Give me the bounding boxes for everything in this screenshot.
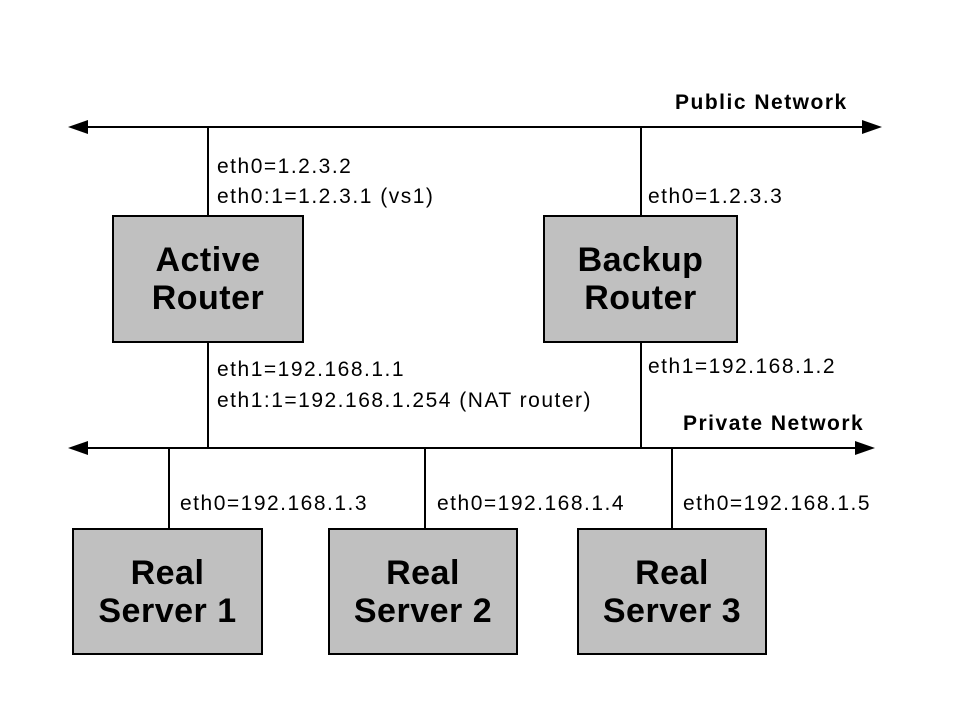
backup-router-node: Backup Router — [543, 215, 738, 343]
real-server-3-node: Real Server 3 — [577, 528, 767, 655]
real-server-3-link-line — [671, 449, 673, 528]
real-server-1-name-line1: Real — [130, 553, 205, 592]
real-server-2-eth0-label: eth0=192.168.1.4 — [437, 492, 626, 515]
backup-router-name-line1: Backup — [577, 241, 704, 279]
public-network-label: Public Network — [675, 91, 848, 114]
active-router-private-link-line — [207, 343, 209, 448]
private-network-label: Private Network — [683, 412, 865, 435]
active-router-name-line1: Active — [155, 241, 261, 279]
backup-router-public-link-line — [640, 128, 642, 215]
backup-router-eth0-label: eth0=1.2.3.3 — [648, 185, 784, 208]
real-server-2-name-line1: Real — [386, 553, 460, 592]
private-network-left-arrowhead-icon — [68, 441, 88, 455]
active-router-eth1-label: eth1=192.168.1.1 — [217, 358, 406, 381]
real-server-1-node: Real Server 1 — [72, 528, 263, 655]
active-router-public-link-line — [207, 128, 209, 215]
private-network-right-arrowhead-icon — [855, 441, 875, 455]
active-router-node: Active Router — [112, 215, 304, 343]
active-router-eth0-label: eth0=1.2.3.2 — [217, 155, 353, 178]
backup-router-name-line2: Router — [584, 279, 697, 317]
active-router-eth1-1-label: eth1:1=192.168.1.254 (NAT router) — [217, 389, 593, 412]
real-server-1-eth0-label: eth0=192.168.1.3 — [180, 492, 369, 515]
real-server-2-link-line — [424, 449, 426, 528]
real-server-1-link-line — [168, 449, 170, 528]
backup-router-private-link-line — [640, 343, 642, 448]
real-server-2-name-line2: Server 2 — [353, 591, 493, 630]
active-router-eth0-1-label: eth0:1=1.2.3.1 (vs1) — [217, 185, 435, 208]
backup-router-eth1-label: eth1=192.168.1.2 — [648, 355, 837, 378]
active-router-name-line2: Router — [151, 279, 265, 317]
real-server-3-name-line2: Server 3 — [602, 591, 742, 630]
private-network-line — [78, 447, 865, 449]
public-network-right-arrowhead-icon — [862, 120, 882, 134]
real-server-2-node: Real Server 2 — [328, 528, 518, 655]
real-server-1-name-line2: Server 1 — [98, 591, 237, 630]
real-server-3-name-line1: Real — [635, 553, 709, 592]
public-network-left-arrowhead-icon — [68, 120, 88, 134]
public-network-line — [78, 126, 872, 128]
real-server-3-eth0-label: eth0=192.168.1.5 — [683, 492, 872, 515]
